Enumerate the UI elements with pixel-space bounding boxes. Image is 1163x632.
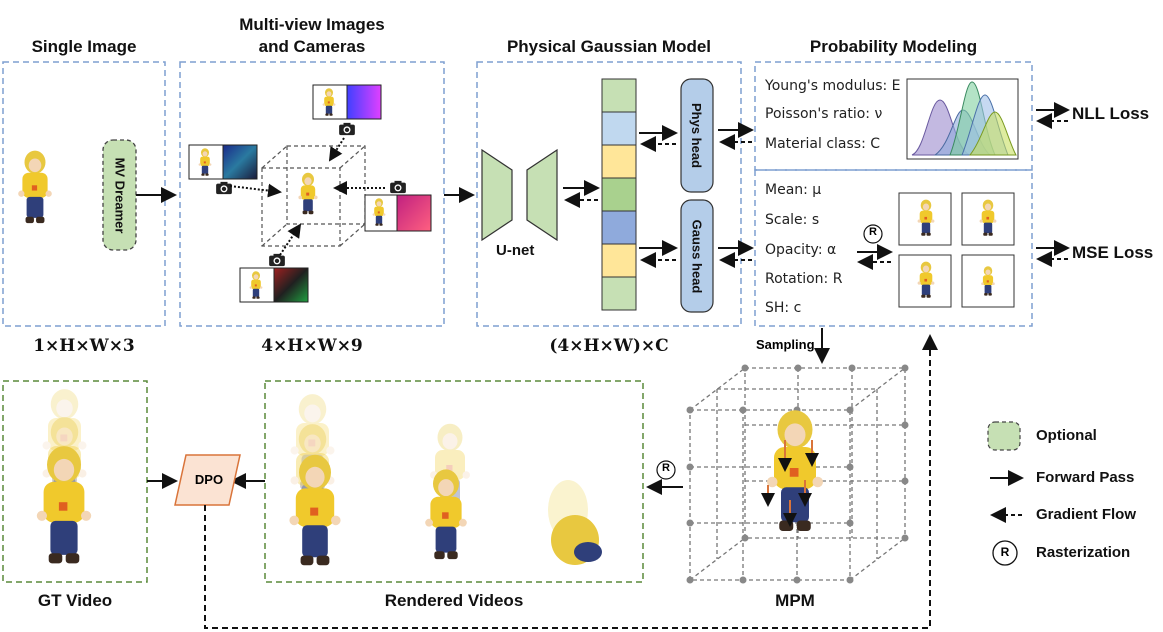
legend-optional-label: Optional: [1036, 427, 1097, 444]
camera-icon: [269, 253, 285, 267]
poisson-ratio-label: Poisson's ratio: ν: [765, 106, 883, 122]
gt-video-frames: [36, 389, 92, 564]
opacity-label: Opacity: α: [765, 242, 837, 258]
input-image: [18, 150, 52, 224]
gt-video-title: GT Video: [37, 591, 113, 610]
mean-label: Mean: μ: [765, 182, 822, 198]
feature-bar-segment: [601, 111, 637, 146]
view-image-bottom: [239, 253, 309, 303]
mpm-particles: [767, 410, 823, 531]
multiview-dim: 4×H×W×9: [261, 336, 363, 356]
legend-rasterization-label: Rasterization: [1036, 544, 1131, 561]
prob-phys-box: [754, 61, 1033, 171]
scale-label: Scale: s: [765, 212, 820, 228]
legend-gradient-label: Gradient Flow: [1036, 506, 1137, 523]
legend-optional-swatch: [987, 421, 1021, 451]
mpm-title: MPM: [775, 591, 815, 610]
probability-distribution-plot: [906, 78, 1019, 160]
nll-loss-label: NLL Loss: [1072, 104, 1150, 123]
mv-dreamer-label: MV Dreamer: [112, 157, 127, 233]
rasterization-symbol-label: R: [869, 226, 877, 238]
gaussian-dim: (4×H×W)×C: [549, 336, 669, 356]
rotation-label: Rotation: R: [765, 271, 843, 287]
feature-bar-segment: [601, 144, 637, 179]
camera-icon: [216, 181, 232, 195]
dpo-label: DPO: [194, 472, 224, 487]
view-image-top: [312, 84, 382, 136]
gauss-head-label: Gauss head: [689, 219, 705, 293]
prob-gauss-box: [754, 169, 1033, 327]
camera-cube: [261, 145, 366, 247]
sh-label: SH: c: [765, 300, 802, 316]
rendered-views-grid: [898, 192, 1015, 308]
dpo-block: [174, 454, 241, 506]
gauss-head-block: [680, 199, 714, 313]
legend-rasterization-symbol: [992, 540, 1018, 566]
gaussian-model-box: [476, 61, 742, 327]
unet-shape: [481, 148, 513, 242]
feature-bar-segment: [601, 78, 637, 113]
feature-bar-segment: [601, 243, 637, 278]
phys-head-label: Phys head: [689, 102, 705, 169]
rendered-videos-title: Rendered Videos: [384, 591, 524, 610]
probability-modeling-title: Probability Modeling: [809, 37, 978, 56]
multiview-title-line2: and Cameras: [258, 37, 366, 56]
multiview-title-line1: Multi-view Images: [239, 15, 385, 34]
camera-icon: [339, 122, 355, 136]
mse-loss-label: MSE Loss: [1072, 243, 1154, 262]
unet-label: U-net: [496, 242, 535, 259]
feature-bar: [601, 78, 637, 311]
rendered-video-frames: [289, 394, 602, 566]
camera-icon: [390, 180, 406, 194]
legend-r-symbol: R: [1000, 545, 1010, 559]
feature-bar-segment: [601, 177, 637, 212]
legend-forward-label: Forward Pass: [1036, 469, 1135, 486]
feature-bar-segment: [601, 210, 637, 245]
single-image-title: Single Image: [31, 37, 137, 56]
dpo-gradient-loop: [204, 334, 938, 629]
physical-gaussian-title: Physical Gaussian Model: [506, 37, 712, 56]
young-modulus-label: Young's modulus: E: [765, 78, 901, 94]
view-image-left: [188, 144, 258, 195]
mpm-rasterization-label: R: [662, 462, 670, 474]
view-image-right: [364, 180, 432, 232]
rasterization-symbol: [863, 224, 883, 244]
single-dim: 1×H×W×3: [33, 336, 135, 356]
mpm-grid: [689, 367, 906, 581]
phys-head-block: [680, 78, 714, 193]
sampling-label: Sampling: [756, 337, 815, 352]
material-class-label: Material class: C: [765, 136, 881, 152]
feature-bar-segment: [601, 276, 637, 311]
